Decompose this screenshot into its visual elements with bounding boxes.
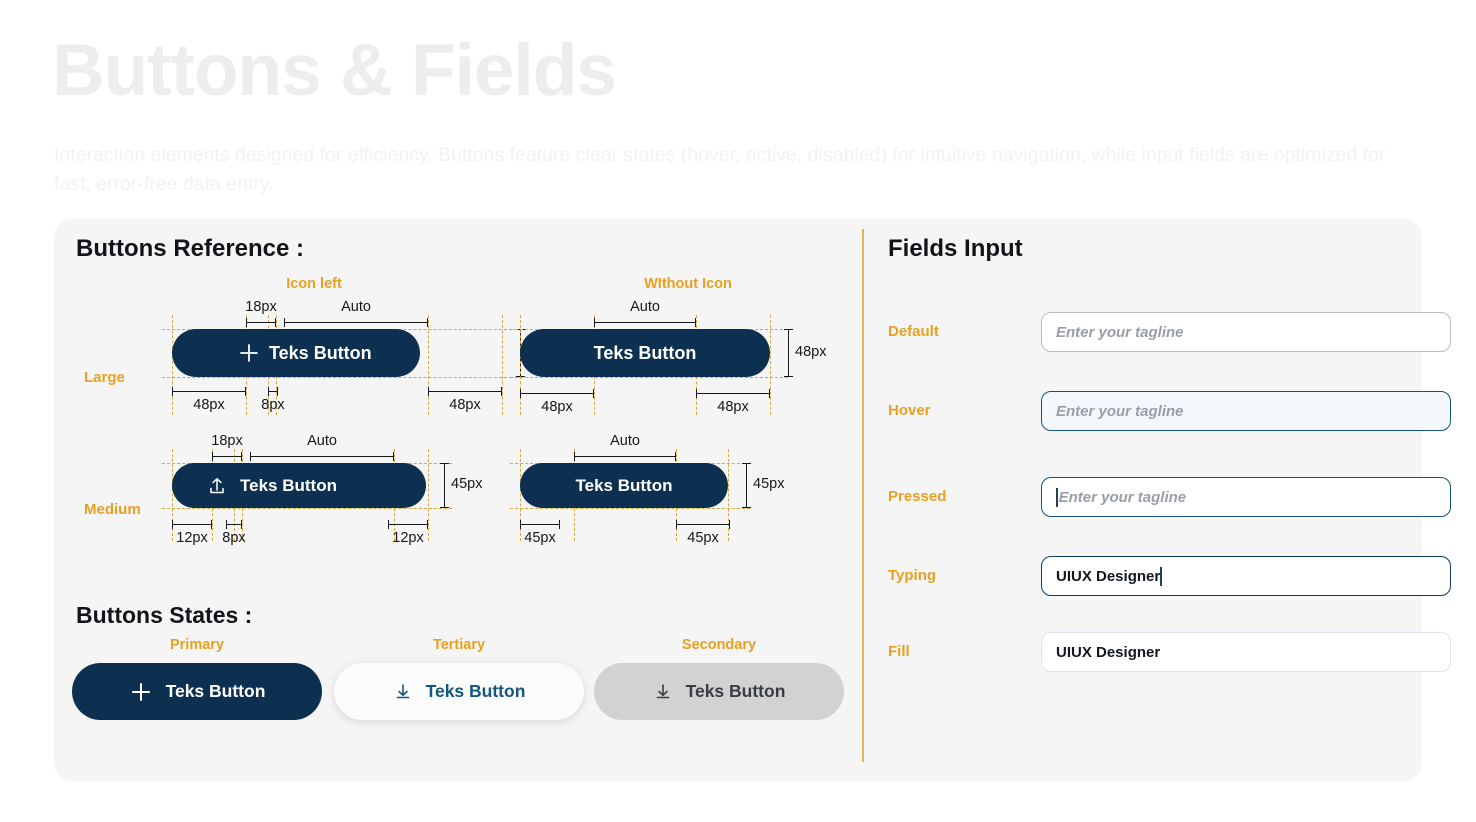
field-label-hover: Hover <box>888 402 931 419</box>
primary-button[interactable]: Teks Button <box>72 663 322 720</box>
field-placeholder: Enter your tagline <box>1056 323 1184 341</box>
dim-icon-size: 18px <box>245 299 277 315</box>
primary-button-label: Teks Button <box>165 681 266 701</box>
field-label-pressed: Pressed <box>888 488 947 505</box>
field-placeholder: Enter your tagline <box>1058 488 1187 506</box>
fields-input-title: Fields Input <box>888 235 1023 262</box>
spec-button-label: Teks Button <box>593 342 697 363</box>
spec-button-label: Teks Button <box>269 342 372 363</box>
field-placeholder: Enter your tagline <box>1056 402 1184 420</box>
dim-pad-right: 48px <box>717 399 749 415</box>
field-row-fill: Fill UIUX Designer <box>888 632 1451 672</box>
size-label-large: Large <box>84 369 125 386</box>
spec-button-medium-without-icon[interactable]: Teks Button <box>520 463 728 508</box>
secondary-button[interactable]: Teks Button <box>594 663 844 720</box>
field-row-typing: Typing UIUX Designer <box>888 556 1451 596</box>
dim-pad-right: 48px <box>449 397 481 413</box>
state-label-tertiary: Tertiary <box>432 637 486 653</box>
download-icon <box>393 682 413 702</box>
field-label-default: Default <box>888 323 939 340</box>
dim-icon-size: 18px <box>211 433 243 449</box>
dim-content-auto: Auto <box>610 433 640 449</box>
frame-corner-bottom-right <box>1442 788 1476 822</box>
buttons-reference-diagrams: Icon left WIthout Icon Large Medium <box>54 219 862 569</box>
field-value: UIUX Designer <box>1056 643 1161 661</box>
spec-button-label: Teks Button <box>240 475 337 495</box>
dim-content-auto: Auto <box>307 433 337 449</box>
dim-pad-left: 48px <box>193 397 225 413</box>
dim-pad-left: 45px <box>524 530 556 546</box>
spec-button-label: Teks Button <box>575 475 673 495</box>
field-label-typing: Typing <box>888 567 937 584</box>
content-card: Buttons Reference : Icon left WIthout Ic… <box>54 219 1451 781</box>
tertiary-button[interactable]: Teks Button <box>334 663 584 720</box>
dim-gap: 8px <box>222 530 246 546</box>
dim-height: 48px <box>795 344 827 360</box>
page-subtitle: Interaction elements designed for effici… <box>54 144 1386 195</box>
dim-height: 45px <box>451 476 483 492</box>
size-label-medium: Medium <box>84 501 141 518</box>
buttons-reference-title: Buttons Reference : <box>76 235 305 262</box>
field-value: UIUX Designer <box>1056 567 1161 585</box>
spec-button-medium-icon-left[interactable]: Teks Button <box>172 463 426 508</box>
frame-corner-top-left <box>0 0 36 36</box>
dim-pad-right: 12px <box>392 530 424 546</box>
field-row-pressed: Pressed Enter your tagline <box>888 477 1451 517</box>
field-label-fill: Fill <box>888 643 910 660</box>
plus-icon <box>129 680 153 704</box>
dim-height: 45px <box>753 476 785 492</box>
field-row-default: Default Enter your tagline <box>888 312 1451 352</box>
text-caret <box>1056 487 1058 507</box>
column-header-without-icon: WIthout Icon <box>644 276 732 292</box>
spec-button-large-without-icon[interactable]: Teks Button <box>520 329 770 377</box>
field-row-hover: Hover Enter your tagline <box>888 391 1451 431</box>
spec-medium-icon-left: Teks Button 18px Auto 12px 8px 12px 45px <box>162 433 512 571</box>
field-input-pressed[interactable]: Enter your tagline <box>1041 477 1451 517</box>
spec-large-icon-left: Teks Button 18px Auto 48px 8px 48px 48px <box>162 299 558 437</box>
upload-icon <box>207 476 227 496</box>
section-divider <box>862 229 864 762</box>
buttons-states-title: Buttons States : <box>76 602 253 628</box>
plus-icon <box>238 342 260 364</box>
spec-medium-without-icon: Teks Button Auto 45px 45px 45px <box>510 433 850 571</box>
dim-content-auto: Auto <box>341 299 371 315</box>
spec-button-large-icon-left[interactable]: Teks Button <box>172 329 420 377</box>
field-input-hover[interactable]: Enter your tagline <box>1041 391 1451 431</box>
secondary-button-label: Teks Button <box>685 681 786 701</box>
page-title: Buttons & Fields <box>52 30 617 111</box>
field-input-typing[interactable]: UIUX Designer <box>1041 556 1451 596</box>
dim-content-auto: Auto <box>630 299 660 315</box>
download-icon <box>653 682 673 702</box>
dim-pad-left: 12px <box>176 530 208 546</box>
field-input-default[interactable]: Enter your tagline <box>1041 312 1451 352</box>
state-label-primary: Primary <box>169 637 224 653</box>
tertiary-button-label: Teks Button <box>425 681 526 701</box>
fields-input-list: Default Enter your tagline Hover Enter y… <box>888 219 1451 764</box>
dim-gap: 8px <box>261 397 285 413</box>
state-label-secondary: Secondary <box>681 637 757 653</box>
column-header-icon-left: Icon left <box>286 276 342 292</box>
spec-large-without-icon: Teks Button Auto 48px 48px 48px <box>510 299 850 437</box>
dim-pad-right: 45px <box>687 530 719 546</box>
dim-pad-left: 48px <box>541 399 573 415</box>
field-input-fill[interactable]: UIUX Designer <box>1041 632 1451 672</box>
text-caret <box>1160 566 1162 586</box>
